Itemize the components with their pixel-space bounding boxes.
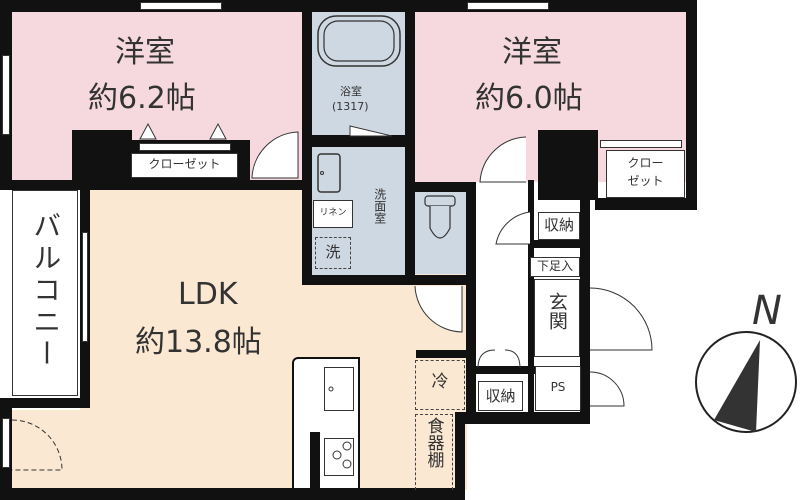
compass-icon — [695, 331, 797, 433]
window-room1-top[interactable] — [140, 2, 222, 10]
linen-shelf: リネン — [313, 200, 353, 228]
closet-1-hinge-icon — [139, 122, 157, 140]
toilet-icon — [424, 195, 456, 239]
ldk-size: 約13.8帖 — [135, 325, 262, 360]
storage-lower-label: 収納 — [485, 387, 516, 405]
door-ldk-icon — [414, 285, 463, 333]
storage-upper-label: 収納 — [543, 216, 574, 234]
closet-2-label-line1: クロー — [627, 156, 664, 170]
cupboard-label: 食器棚 — [423, 417, 444, 468]
western-room-2-name: 洋室 — [502, 35, 562, 70]
bath-door-icon — [349, 125, 393, 137]
pipe-space-label: PS — [550, 380, 566, 394]
closet-2-door-track[interactable] — [600, 140, 682, 148]
wall-lower-bottom — [455, 412, 590, 424]
bathroom-spec: (1317) — [332, 100, 369, 113]
window-room1-left[interactable] — [2, 55, 10, 135]
window-ldk-balcony[interactable] — [82, 232, 88, 342]
closet-1-label: クローゼット — [148, 157, 221, 171]
wall-wash-bottom — [302, 275, 467, 285]
western-room-1-name: 洋室 — [115, 35, 175, 70]
door-room1-icon — [251, 131, 299, 179]
door-ldk-balcony-icon — [11, 419, 63, 471]
bathtub-icon — [317, 15, 401, 67]
door-room2-icon — [479, 136, 527, 183]
window-room2-top[interactable] — [467, 2, 549, 10]
door-ps-icon — [589, 371, 625, 407]
balcony-label: バルコニー — [29, 211, 63, 371]
door-storage-lower-icon — [477, 349, 521, 369]
wall-closet2-bottom — [595, 198, 697, 210]
entrance: 玄関 — [534, 279, 580, 357]
door-toilet-icon — [495, 211, 531, 245]
wall-room1-bottom — [0, 180, 305, 190]
shoe-box-label: 下足入 — [536, 259, 573, 273]
western-room-2-size: 約6.0帖 — [475, 81, 583, 116]
closet-1-door-track[interactable] — [139, 143, 231, 151]
ldk-name: LDK — [178, 277, 238, 312]
wall-room2-bottom — [405, 182, 475, 192]
entrance-label: 玄関 — [545, 292, 568, 330]
fridge-label: 冷 — [431, 372, 449, 392]
wall-right-outer — [686, 0, 697, 210]
vanity-sink-icon — [317, 153, 341, 193]
compass-north-label: N — [752, 288, 782, 334]
wall-entrance-top — [528, 240, 590, 248]
closet-2[interactable]: クロー ゼット — [606, 150, 685, 198]
washroom-name: 洗面室 — [372, 188, 387, 224]
shoe-box[interactable]: 下足入 — [530, 257, 580, 277]
washer-space: 洗 — [315, 237, 351, 269]
window-ldk-left[interactable] — [2, 418, 10, 468]
wall-kitchen-right — [455, 412, 465, 500]
kitchen-wall-stub — [310, 432, 320, 488]
western-room-1-size: 約6.2帖 — [88, 81, 196, 116]
kitchen-stove[interactable] — [324, 438, 354, 476]
closet-1[interactable]: クローゼット — [131, 153, 238, 178]
pipe-space: PS — [535, 366, 581, 411]
fridge-space: 冷 — [415, 360, 465, 410]
stove-burners-icon — [332, 441, 352, 469]
door-entrance-icon — [589, 287, 653, 351]
wall-pillar-room2 — [538, 130, 598, 200]
wall-storage-divider — [476, 366, 586, 374]
wall-entrance-right — [580, 192, 590, 422]
bathroom-name: 浴室 — [340, 85, 362, 98]
wall-entrance-left — [528, 180, 534, 420]
wall-balcony-bottom — [0, 398, 90, 408]
wall-bath-divider — [302, 135, 412, 147]
closet-2-label-line2: ゼット — [627, 174, 664, 188]
wall-bottom — [0, 488, 460, 500]
cupboard-space: 食器棚 — [415, 414, 453, 490]
wall-pillar-room1 — [72, 130, 132, 185]
wall-fridge-top — [416, 350, 466, 358]
balcony: バルコニー — [12, 190, 78, 396]
storage-lower[interactable]: 収納 — [478, 381, 523, 411]
closet-1-hinge-icon — [209, 122, 227, 140]
linen-label: リネン — [319, 208, 347, 218]
wall-toilet-right — [466, 182, 476, 422]
storage-upper[interactable]: 収納 — [538, 212, 580, 240]
washer-label: 洗 — [325, 243, 341, 261]
